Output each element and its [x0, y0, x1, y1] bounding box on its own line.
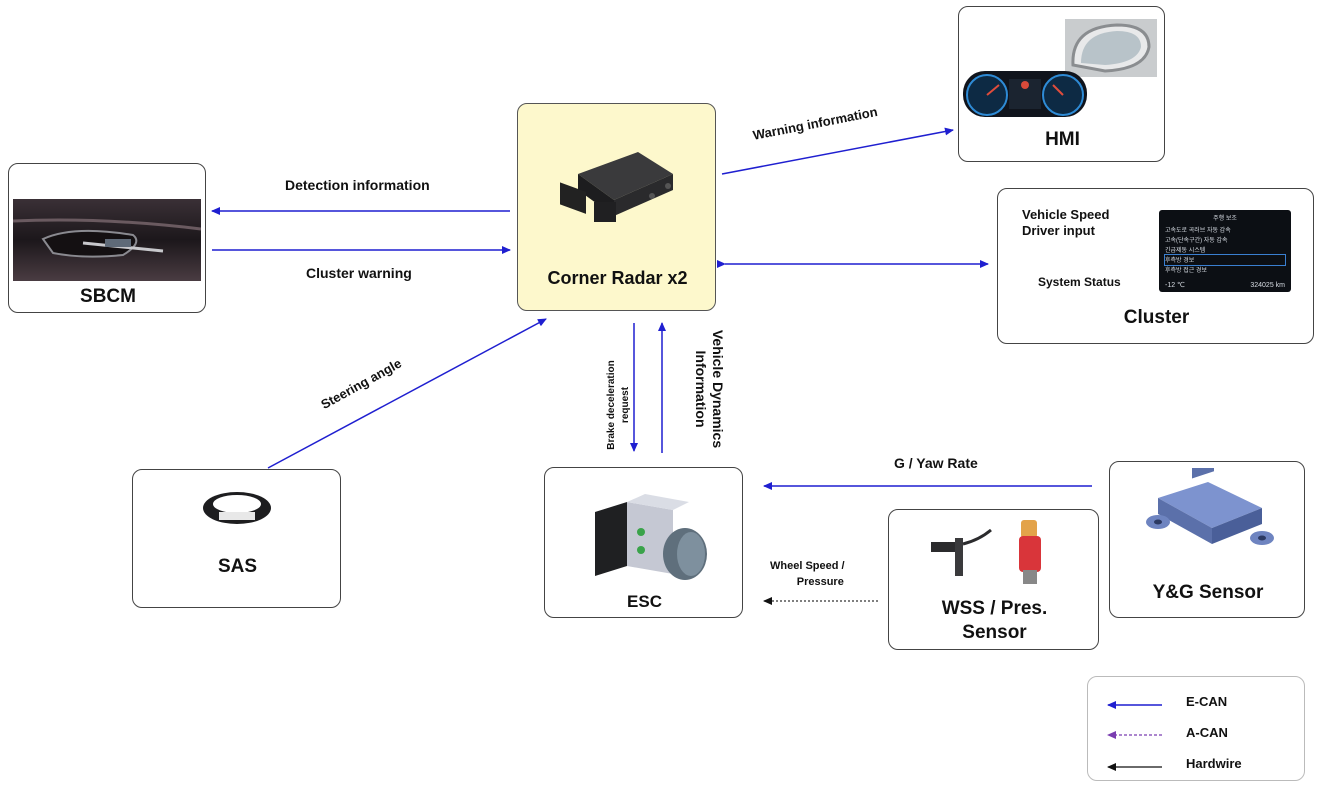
legend-hardwire-label: Hardwire	[1186, 756, 1242, 771]
cluster-screen-row: 후측방 접근 경보	[1165, 268, 1207, 274]
radar-module-image	[560, 152, 673, 222]
edge-warning-info	[721, 127, 954, 175]
cluster-temp: -12 ℃	[1165, 282, 1185, 289]
wss-title-line2: Sensor	[962, 622, 1027, 643]
sas-title: SAS	[217, 556, 258, 577]
brake-request-line2: request	[620, 386, 631, 424]
cluster-node[interactable]: Vehicle Speed Driver input System Status…	[997, 188, 1314, 344]
wss-node[interactable]: WSS / Pres. Sensor	[888, 509, 1099, 650]
legend-acan-label: A-CAN	[1186, 725, 1228, 740]
wheel-speed-sensor-image	[931, 528, 992, 576]
radar-title: Corner Radar x2	[547, 268, 688, 288]
sbcm-node[interactable]: SBCM	[8, 163, 206, 313]
legend-hardwire-swatch	[1107, 763, 1162, 771]
vehicle-speed-label: Vehicle Speed	[1022, 207, 1110, 222]
esc-title: ESC	[627, 592, 662, 611]
yaw-g-sensor-image	[1146, 468, 1274, 545]
legend: E-CAN A-CAN Hardwire	[1087, 676, 1305, 781]
cluster-screen-row: 후측방 경보	[1164, 254, 1286, 266]
cluster-screen: 주행 보조 고속도로 곡러브 자동 감속 고속(단속구간) 자동 감속 긴급제동…	[1159, 210, 1291, 292]
esc-module-image	[595, 494, 707, 580]
legend-ecan-swatch	[1107, 701, 1162, 709]
hmi-node[interactable]: HMI	[958, 6, 1165, 162]
pressure-sensor-image	[1019, 520, 1041, 584]
yg-node[interactable]: Y&G Sensor	[1109, 461, 1305, 618]
brake-request-line1: Brake deceleration	[606, 360, 617, 450]
cluster-screen-row: 고속도로 곡러브 자동 감속	[1165, 228, 1231, 234]
radar-node[interactable]: Corner Radar x2	[517, 103, 716, 311]
wheel-speed-line2: Pressure	[796, 576, 844, 588]
detection-info-label: Detection information	[285, 177, 430, 193]
steering-sensor-image	[203, 492, 271, 524]
wheel-speed-line1: Wheel Speed /	[770, 560, 845, 572]
cluster-title: Cluster	[1123, 307, 1190, 328]
hmi-title: HMI	[1045, 129, 1080, 150]
cluster-screen-header: 주행 보조	[1213, 216, 1237, 222]
cluster-screen-row: 긴급제동 시스템	[1165, 248, 1206, 254]
vehicle-dynamics-line1: Vehicle Dynamics	[710, 329, 726, 449]
legend-ecan-label: E-CAN	[1186, 694, 1228, 709]
vehicle-dynamics-label: Vehicle Dynamics Information	[688, 319, 726, 459]
instrument-cluster-image	[963, 71, 1087, 117]
system-status-label: System Status	[1038, 275, 1121, 289]
esc-node[interactable]: ESC	[544, 467, 743, 618]
driver-input-label: Driver input	[1022, 223, 1095, 238]
cluster-warning-label: Cluster warning	[306, 265, 412, 281]
legend-acan-swatch	[1107, 731, 1162, 739]
cluster-odometer: 324025 km	[1250, 282, 1285, 289]
sbcm-title: SBCM	[80, 286, 136, 307]
wheel-speed-label: Wheel Speed / Pressure	[770, 558, 845, 590]
edge-steering	[267, 318, 547, 469]
mirror-image	[1065, 19, 1157, 77]
cluster-screen-row: 고속(단속구간) 자동 감속	[1165, 238, 1228, 244]
yaw-rate-label: G / Yaw Rate	[894, 455, 978, 471]
brake-request-label: Brake deceleration request	[605, 345, 639, 465]
sas-node[interactable]: SAS	[132, 469, 341, 608]
wss-title-line1: WSS / Pres.	[941, 598, 1048, 619]
yg-title: Y&G Sensor	[1152, 582, 1264, 603]
door-handle-image	[13, 199, 201, 281]
vehicle-dynamics-line2: Information	[693, 350, 709, 428]
